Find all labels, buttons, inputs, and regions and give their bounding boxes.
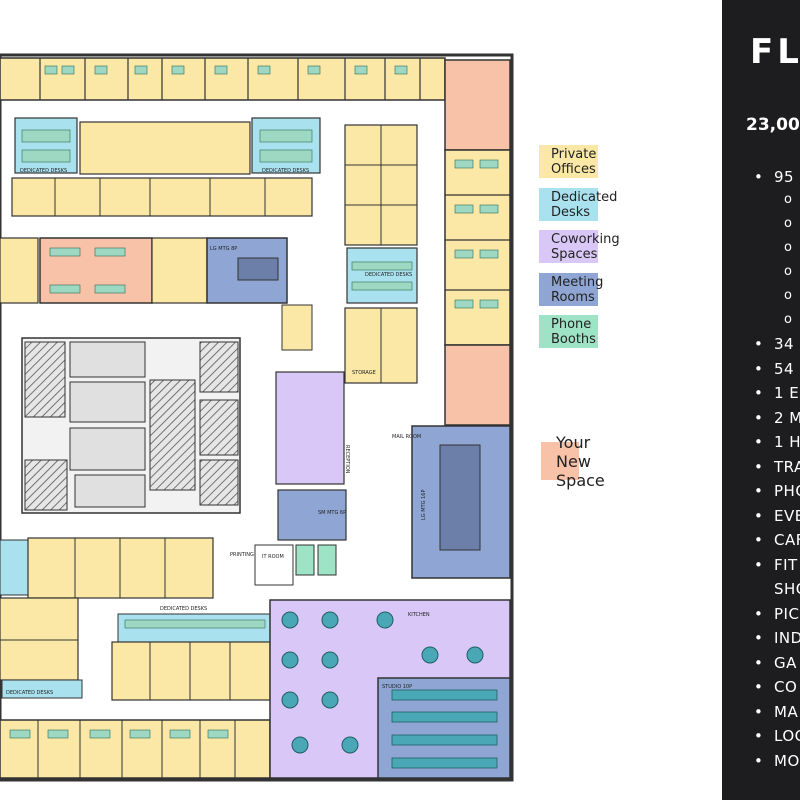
desk-marks <box>9 65 499 739</box>
left-offices-stack <box>0 597 79 681</box>
side-bullet: •54 <box>754 359 795 378</box>
coworking-reception <box>275 371 345 485</box>
studio-10p-label: STUDIO 10P <box>382 684 412 690</box>
side-bullet: •CAF <box>754 531 800 549</box>
dedicated-desks-c <box>346 247 418 304</box>
side-bullet: •MA <box>754 702 799 721</box>
legend-dedicated-desks: Dedicated Desks <box>539 188 617 221</box>
reception-label: RECEPTION <box>344 445 350 474</box>
side-bullet: •34 <box>754 335 795 353</box>
mail-room-label: MAIL ROOM <box>392 434 421 440</box>
side-sub-bullet: o <box>784 192 792 207</box>
side-bullet: •1 E <box>754 384 800 402</box>
studio-row-upper <box>79 121 251 175</box>
side-bullet: •EVE <box>754 506 800 525</box>
building-core <box>21 337 241 514</box>
side-bullet: •95 <box>754 168 795 186</box>
dedicated-desks-label-1: DEDICATED DESKS <box>20 168 67 174</box>
side-bullet: •1 H <box>754 433 800 451</box>
dedicated-desks-e <box>1 679 83 699</box>
legend-coworking-spaces: Coworking Spaces <box>539 230 620 263</box>
legend-your-new-space: Your New Space <box>541 433 605 490</box>
side-bullet: •PIC <box>754 604 800 623</box>
side-bullet: SHO <box>774 580 800 598</box>
legend-dedicated-desks-label: Dedicated Desks <box>551 189 618 220</box>
dedicated-desks-a <box>14 117 78 174</box>
side-bullet: •TRA <box>754 457 800 476</box>
studio-small <box>281 304 313 351</box>
phone-booth-1 <box>295 544 315 576</box>
side-panel-subtitle: 23,00 <box>746 115 800 135</box>
legend-meeting-rooms: Meeting Rooms <box>539 273 603 306</box>
legend-meeting-rooms-label: Meeting Rooms <box>551 274 604 305</box>
legend-coworking-spaces-label: Coworking Spaces <box>551 231 620 262</box>
studio-block <box>111 641 271 701</box>
dedicated-desks-label-2: DEDICATED DESKS <box>262 168 309 174</box>
side-bullet: •2 M <box>754 408 800 427</box>
building-outline <box>0 53 514 782</box>
side-bullet: •IND <box>754 629 800 647</box>
legend-private-offices-label: Private Offices <box>551 146 597 177</box>
sm-mtg-6p-label: SM MTG 6P <box>318 510 346 516</box>
left-office <box>0 237 39 304</box>
dedicated-desks-label-5: DEDICATED DESKS <box>6 690 53 696</box>
legend-private-offices: Private Offices <box>539 145 598 178</box>
side-bullet: •CO <box>754 678 798 696</box>
side-bullet: •FIT <box>754 555 798 574</box>
phone-booth-2 <box>317 544 337 576</box>
side-sub-bullet: o <box>784 240 792 255</box>
right-column <box>444 59 511 426</box>
side-panel-title: FLO <box>750 32 800 72</box>
side-bullet: •GA <box>754 653 797 672</box>
dedicated-desks-label-3: DEDICATED DESKS <box>365 272 412 278</box>
storage-label: STORAGE <box>352 370 376 376</box>
floor-plan: STORAGE IT ROOM PRINTING KITCHEN MAIL RO… <box>0 53 514 782</box>
side-sub-bullet: o <box>784 216 792 231</box>
side-sub-bullet: o <box>784 312 792 327</box>
lg-mtg-8p-label: LG MTG 8P <box>210 246 237 252</box>
cafe-tables <box>281 611 484 754</box>
bottom-offices <box>0 719 271 779</box>
kitchen-label: KITCHEN <box>408 612 430 618</box>
offices-row-2 <box>11 177 313 217</box>
mid-office <box>151 237 208 304</box>
side-bullet: •MO <box>754 751 800 770</box>
side-sub-bullet: o <box>784 264 792 279</box>
meeting-room-6p <box>277 489 347 541</box>
side-bullet: •LOC <box>754 727 800 745</box>
dedicated-desks-label-4: DEDICATED DESKS <box>160 606 207 612</box>
dedicated-desks-d <box>0 539 29 596</box>
legend-phone-booths-label: Phone Booths <box>551 316 596 347</box>
legend-phone-booths: Phone Booths <box>539 315 598 348</box>
dedicated-desks-b <box>251 117 321 174</box>
it-room-label: IT ROOM <box>262 554 284 560</box>
studio-desks <box>391 689 498 769</box>
side-bullet: •PHO <box>754 482 800 500</box>
printing-label: PRINTING <box>230 552 254 558</box>
legend-your-new-space-label: Your New Space <box>556 432 605 490</box>
side-sub-bullet: o <box>784 288 792 303</box>
lg-mtg-16p-label: LG MTG 16P <box>421 490 427 520</box>
it-room <box>254 544 294 586</box>
top-private-offices <box>0 57 446 101</box>
